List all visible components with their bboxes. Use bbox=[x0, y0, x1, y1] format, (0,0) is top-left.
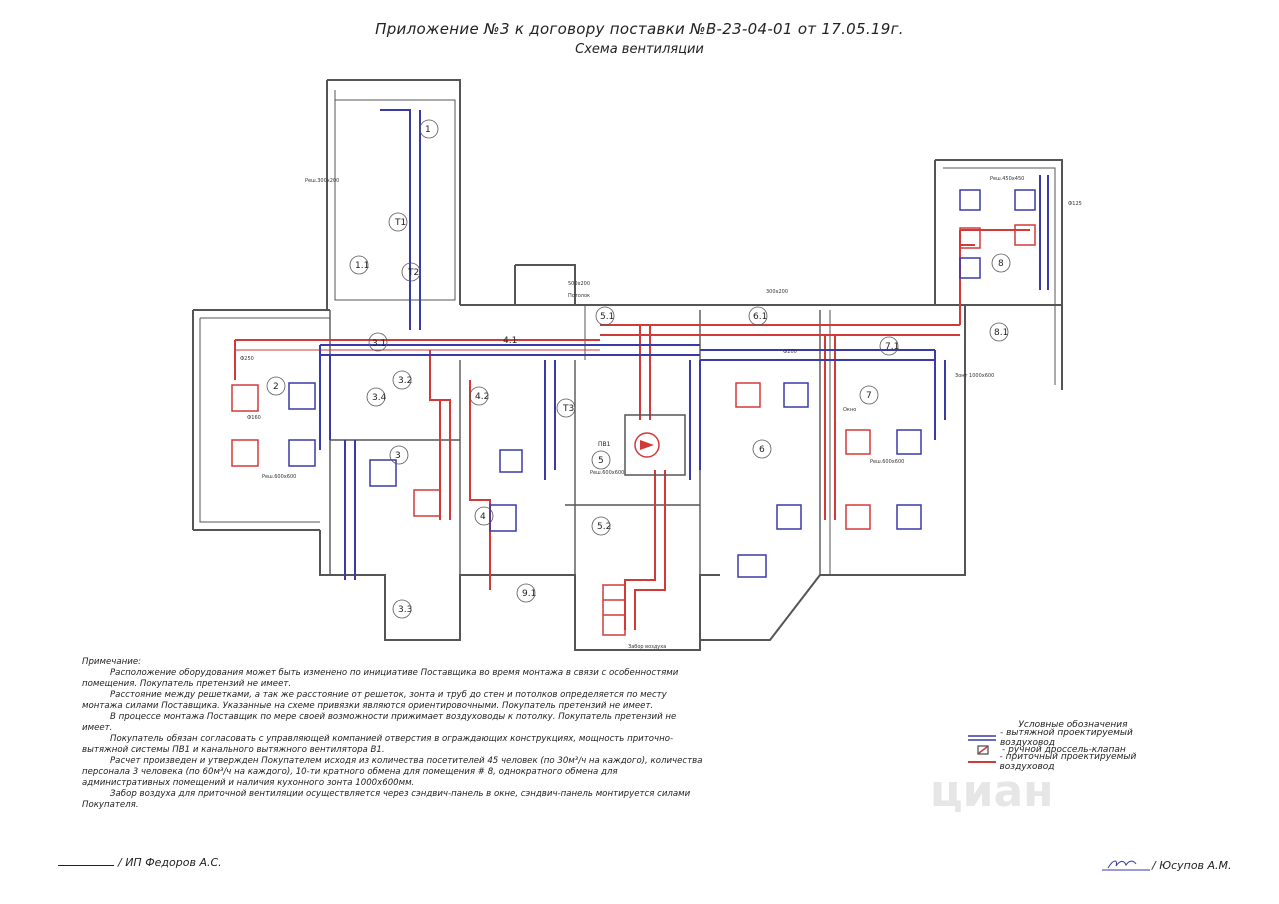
supply-grilles bbox=[231, 224, 1036, 530]
room-number: 8.1 bbox=[994, 328, 1008, 338]
diameter-label: Ф125 bbox=[1068, 201, 1082, 207]
damper-icon bbox=[977, 745, 989, 755]
room-number: 5.2 bbox=[597, 522, 611, 532]
signature-name: / ИП Федоров А.С. bbox=[118, 856, 222, 869]
grille-label: Реш.450х450 bbox=[990, 176, 1024, 182]
legend-item-damper: - ручной дроссель-клапан bbox=[968, 744, 1178, 756]
exhaust-duct-icon bbox=[968, 735, 996, 741]
room-number: Т2 bbox=[407, 268, 419, 278]
note-paragraph: Расчет произведен и утвержден Покупателе… bbox=[82, 756, 703, 788]
signature-right: / Юсупов А.М. bbox=[1100, 856, 1232, 872]
intake-label: Забор воздуха bbox=[628, 644, 666, 650]
air-handling-unit bbox=[624, 414, 686, 476]
unit-label: ПВ1 bbox=[598, 441, 611, 448]
legend-item-supply: - приточный проектируемый воздуховод bbox=[968, 752, 1178, 772]
room-number: 4.1 bbox=[503, 336, 517, 346]
room-number: 5 bbox=[598, 456, 604, 466]
room-number: 1.1 bbox=[355, 261, 369, 271]
duct-size-label: 500х200 bbox=[568, 281, 590, 287]
note-paragraph: Покупатель обязан согласовать с управляю… bbox=[82, 734, 674, 755]
room-number: 3.1 bbox=[372, 339, 386, 349]
note-paragraph: В процессе монтажа Поставщик по мере сво… bbox=[82, 712, 677, 733]
room-number: 7.1 bbox=[885, 342, 899, 352]
room-number: 6 bbox=[759, 445, 765, 455]
room-number: 6.1 bbox=[753, 312, 767, 322]
exhaust-ducts bbox=[319, 109, 1049, 580]
legend-label: - приточный проектируемый воздуховод bbox=[999, 752, 1137, 772]
air-intake-duct bbox=[602, 584, 626, 636]
grille-label: Реш.600х600 bbox=[590, 470, 624, 476]
signature-name: / Юсупов А.М. bbox=[1152, 859, 1232, 872]
grille-label: Реш.600х600 bbox=[262, 474, 296, 480]
signature-scribble bbox=[1102, 860, 1150, 871]
document-subtitle: Схема вентиляции bbox=[575, 42, 704, 57]
diameter-label: Ф160 bbox=[247, 415, 261, 421]
document-title: Приложение №3 к договору поставки №В-23-… bbox=[375, 20, 904, 38]
room-number: 7 bbox=[866, 391, 872, 401]
signature-left: / ИП Федоров А.С. bbox=[58, 856, 222, 869]
diameter-label: Ф200 bbox=[783, 349, 797, 355]
floor-plan-walls bbox=[192, 79, 1063, 651]
note-paragraph: Забор воздуха для приточной вентиляции о… bbox=[82, 789, 691, 810]
legend-item-exhaust: - вытяжной проектируемый воздуховод bbox=[968, 728, 1178, 748]
duct-annotations: Реш.600х600 Реш.600х600 Реш.600х600 Реш.… bbox=[240, 176, 1082, 650]
notes-heading: Примечание: bbox=[82, 657, 142, 667]
note-paragraph: Расстояние между решетками, а так же рас… bbox=[82, 690, 667, 711]
room-numbers: 1 1.1 2 3 3.1 3.2 3.3 3.4 4 4.1 4.2 5 5.… bbox=[273, 125, 1008, 615]
grille-label: Реш.300х200 bbox=[305, 178, 339, 184]
legend-label: - ручной дроссель-клапан bbox=[1002, 745, 1126, 755]
duct-size-label: 300х200 bbox=[766, 289, 788, 295]
signature-line bbox=[58, 865, 114, 866]
diameter-label: Ф250 bbox=[240, 356, 254, 362]
grille-label: Реш.600х600 bbox=[870, 459, 904, 465]
watermark: циан bbox=[930, 766, 1054, 817]
legend: Условные обозначения - вытяжной проектир… bbox=[968, 720, 1178, 772]
note-paragraph: Расположение оборудования может быть изм… bbox=[82, 668, 679, 689]
legend-label: - вытяжной проектируемый воздуховод bbox=[1000, 728, 1133, 748]
room-number: 3.2 bbox=[398, 376, 412, 386]
exhaust-grilles bbox=[288, 189, 1036, 578]
room-number: 4 bbox=[480, 512, 486, 522]
room-number: 8 bbox=[998, 259, 1004, 269]
room-number: Т3 bbox=[562, 404, 574, 414]
notes-block: Примечание: Расположение оборудования мо… bbox=[82, 657, 707, 811]
room-number: 9.1 bbox=[522, 589, 536, 599]
room-number: 3.3 bbox=[398, 605, 412, 615]
supply-duct-icon bbox=[968, 761, 996, 763]
room-number: 3.4 bbox=[372, 393, 387, 403]
room-number: Т1 bbox=[394, 218, 406, 228]
ceiling-label: Потолок bbox=[568, 293, 590, 299]
hood-label: Зонт 1000х600 bbox=[955, 373, 994, 379]
room-number: 1 bbox=[425, 125, 431, 135]
room-number: 5.1 bbox=[600, 312, 614, 322]
window-label: Окно bbox=[843, 407, 856, 413]
legend-heading: Условные обозначения bbox=[1018, 720, 1128, 730]
supply-ducts bbox=[234, 229, 1030, 630]
room-number: 3 bbox=[395, 451, 401, 461]
room-number: 4.2 bbox=[475, 392, 489, 402]
room-circles bbox=[266, 119, 1011, 619]
room-number: 2 bbox=[273, 382, 279, 392]
